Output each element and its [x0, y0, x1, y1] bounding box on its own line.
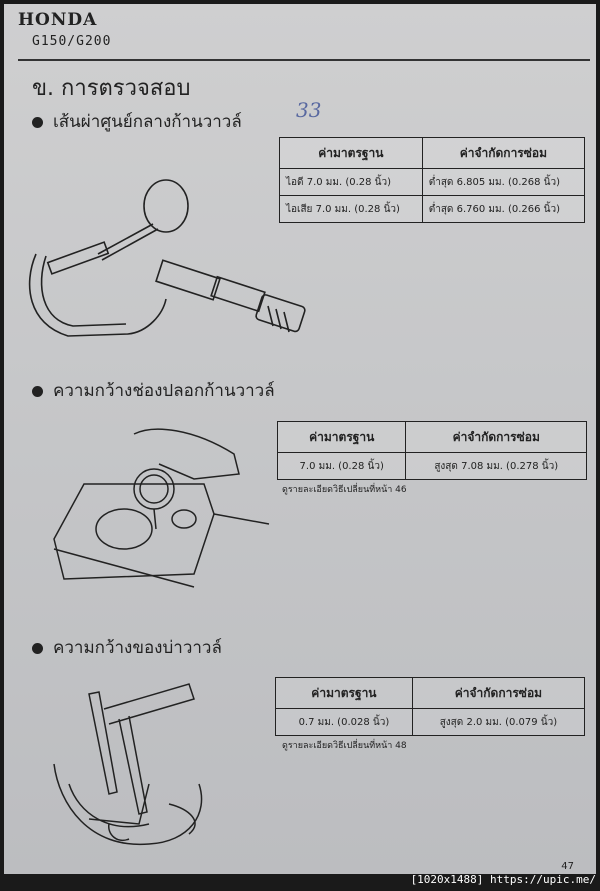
header-divider	[18, 59, 590, 61]
micrometer-valve-illustration	[28, 179, 306, 337]
table-row: 0.7 มม. (0.028 นิ้ว) สูงสุด 2.0 มม. (0.0…	[275, 708, 586, 736]
header-limit: ค่าจำกัดการซ่อม	[411, 677, 586, 709]
item-title-guide-clearance: ความกว้างช่องปลอกก้านวาวล์	[32, 377, 275, 404]
reference-note: ดูรายละเอียดวิธีเปลี่ยนที่หน้า 48	[282, 741, 407, 751]
handwritten-note: 33	[296, 98, 322, 122]
dial-gauge-illustration	[53, 428, 270, 588]
manual-page: HONDA G150/G200 ข. การตรวจสอบ 33 เส้นผ่า…	[4, 4, 596, 874]
watermark-text: [1020x1488] https://upic.me/	[410, 873, 596, 886]
cell-standard: 0.7 มม. (0.028 นิ้ว)	[275, 708, 413, 736]
item-title-seat-width: ความกว้างของบ่าวาวล์	[32, 634, 222, 661]
brand-logo: HONDA	[18, 10, 98, 30]
cell-limit: ต่ำสุด 6.760 มม. (0.266 นิ้ว)	[421, 195, 586, 223]
header-limit: ค่าจำกัดการซ่อม	[405, 421, 587, 453]
cell-limit: ต่ำสุด 6.805 มม. (0.268 นิ้ว)	[421, 168, 586, 196]
table-row: 7.0 มม. (0.28 นิ้ว) สูงสุด 7.08 มม. (0.2…	[276, 452, 587, 480]
header-standard: ค่ามาตรฐาน	[279, 137, 423, 169]
bullet-icon	[32, 385, 43, 397]
bullet-icon	[32, 116, 43, 128]
spec-table-guide: ค่ามาตรฐาน ค่าจำกัดการซ่อม 7.0 มม. (0.28…	[276, 421, 587, 480]
table-row: ไอดี 7.0 มม. (0.28 นิ้ว) ต่ำสุด 6.805 มม…	[279, 168, 586, 196]
item-title-text: ความกว้างของบ่าวาวล์	[53, 638, 222, 658]
item-title-text: เส้นผ่าศูนย์กลางก้านวาวล์	[53, 112, 242, 132]
table-row: ไอเสีย 7.0 มม. (0.28 นิ้ว) ต่ำสุด 6.760 …	[279, 195, 586, 223]
item-title-valve-stem-diameter: เส้นผ่าศูนย์กลางก้านวาวล์	[32, 108, 242, 135]
section-title: ข. การตรวจสอบ	[32, 76, 191, 101]
caliper-illustration	[53, 683, 203, 846]
header-standard: ค่ามาตรฐาน	[276, 421, 407, 453]
page-number: 47	[561, 861, 574, 872]
cell-limit: สูงสุด 7.08 มม. (0.278 นิ้ว)	[405, 452, 587, 480]
header-standard: ค่ามาตรฐาน	[275, 677, 413, 709]
item-title-text: ความกว้างช่องปลอกก้านวาวล์	[53, 381, 275, 401]
spec-table-valve-stem: ค่ามาตรฐาน ค่าจำกัดการซ่อม ไอดี 7.0 มม. …	[279, 137, 586, 223]
reference-note: ดูรายละเอียดวิธีเปลี่ยนที่หน้า 46	[282, 485, 407, 495]
spec-table-seat: ค่ามาตรฐาน ค่าจำกัดการซ่อม 0.7 มม. (0.02…	[275, 677, 586, 736]
model-number: G150/G200	[32, 34, 112, 49]
bullet-icon	[32, 642, 43, 654]
cell-limit: สูงสุด 2.0 มม. (0.079 นิ้ว)	[411, 708, 586, 736]
header-limit: ค่าจำกัดการซ่อม	[421, 137, 586, 169]
cell-standard: 7.0 มม. (0.28 นิ้ว)	[276, 452, 407, 480]
